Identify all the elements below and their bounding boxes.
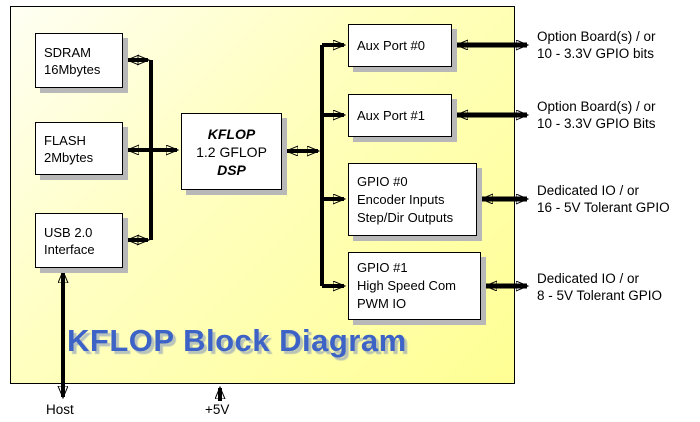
block-gpio1-line2: High Speed Com (357, 278, 456, 293)
block-flash: FLASH 2Mbytes (35, 122, 123, 175)
external-label-gpio1-line2: 8 - 5V Tolerant GPIO (537, 288, 663, 303)
block-gpio1-line1: GPIO #1 (357, 260, 408, 275)
external-label-gpio0: Dedicated IO / or 16 - 5V Tolerant GPIO (537, 182, 670, 216)
diagram-title: KFLOP Block Diagram (67, 323, 407, 358)
external-label-aux1-line2: 10 - 3.3V GPIO Bits (537, 116, 656, 131)
block-sdram-line1: SDRAM (44, 44, 91, 60)
block-kflop-dsp-label: DSP (217, 161, 246, 178)
power-5v-label: +5V (205, 402, 230, 417)
block-usb: USB 2.0 Interface (35, 213, 123, 268)
block-gpio-0: GPIO #0 Encoder Inputs Step/Dir Outputs (348, 163, 477, 236)
block-gpio0-line2: Encoder Inputs (357, 191, 445, 207)
external-label-aux1-line1: Option Board(s) / or (537, 99, 656, 114)
external-label-gpio0-line2: 16 - 5V Tolerant GPIO (537, 200, 670, 215)
block-aux-port-1: Aux Port #1 (348, 94, 452, 137)
external-label-aux1: Option Board(s) / or 10 - 3.3V GPIO Bits (537, 98, 656, 132)
external-label-gpio1: Dedicated IO / or 8 - 5V Tolerant GPIO (537, 270, 662, 304)
block-flash-line1: FLASH (44, 132, 86, 148)
block-flash-line2: 2Mbytes (44, 149, 94, 165)
block-gpio0-line3: Step/Dir Outputs (357, 209, 454, 225)
external-label-aux0: Option Board(s) / or 10 - 3.3V GPIO bits (537, 28, 656, 62)
block-kflop-name: KFLOP (207, 125, 256, 142)
block-gpio1-line3: PWM IO (357, 296, 407, 311)
block-kflop-dsp: KFLOP 1.2 GFLOP DSP (181, 113, 282, 190)
block-aux-port-0: Aux Port #0 (348, 24, 452, 67)
block-gpio0-line1: GPIO #0 (357, 173, 408, 189)
external-label-gpio0-line1: Dedicated IO / or (537, 183, 640, 198)
block-usb-line2: Interface (44, 241, 95, 257)
external-label-aux0-line2: 10 - 3.3V GPIO bits (537, 46, 655, 61)
host-label: Host (46, 402, 74, 417)
block-kflop-spec: 1.2 GFLOP (196, 143, 267, 160)
block-aux0-label: Aux Port #0 (357, 38, 425, 53)
block-sdram-line2: 16Mbytes (44, 61, 101, 77)
external-label-gpio1-line1: Dedicated IO / or (537, 271, 640, 286)
block-sdram: SDRAM 16Mbytes (35, 33, 123, 88)
block-aux1-label: Aux Port #1 (357, 108, 425, 123)
block-usb-line1: USB 2.0 (44, 224, 93, 240)
block-gpio-1: GPIO #1 High Speed Com PWM IO (348, 252, 481, 320)
external-label-aux0-line1: Option Board(s) / or (537, 29, 656, 44)
